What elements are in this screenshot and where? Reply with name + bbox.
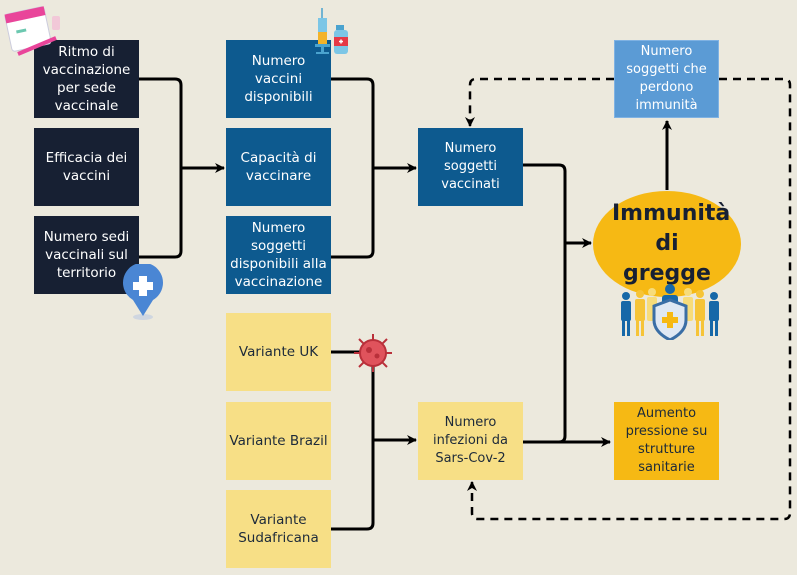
location-pin-cross-icon (123, 264, 163, 320)
box-label: Numero soggetti che perdono immunità (626, 44, 707, 113)
box-label: Variante Sudafricana (238, 512, 319, 546)
virus-icon (354, 334, 392, 372)
box-label: Variante Brazil (229, 433, 328, 449)
box-vaccinated: Numero soggetti vaccinati (418, 128, 523, 206)
connector-inputs (139, 77, 183, 259)
herd-immunity-ellipse: Immunità di gregge (593, 191, 741, 297)
box-label: Ritmo di vaccinazione per sede vaccinale (42, 44, 131, 114)
box-label: Aumento pressione su strutture sanitarie (625, 406, 708, 475)
connector-variants (331, 350, 375, 531)
box-label: Numero soggetti vaccinati (441, 141, 500, 192)
box-label: Numero vaccini disponibili (244, 53, 313, 105)
people-shield-icon (621, 284, 719, 340)
connector-vaccinated (523, 163, 567, 444)
syringe-vial-icon (315, 8, 348, 54)
box-label: Numero sedi vaccinali sul territorio (43, 229, 130, 281)
dashed-loss-to-vaccinated (465, 77, 614, 127)
box-vaccination-rate: Ritmo di vaccinazione per sede vaccinale (34, 40, 139, 118)
box-label: Variante UK (238, 344, 319, 360)
box-label: Capacità di vaccinare (240, 150, 317, 184)
box-vaccine-efficacy: Efficacia dei vaccini (34, 128, 139, 206)
box-immunity-loss: Numero soggetti che perdono immunità (614, 40, 719, 118)
box-variant-south-africa: Variante Sudafricana (226, 490, 331, 568)
box-label: Numero infezioni da Sars-Cov-2 (432, 415, 509, 466)
box-hospital-pressure: Aumento pressione su strutture sanitarie (614, 402, 719, 480)
box-label: Efficacia dei vaccini (45, 150, 128, 184)
dashed-loss-to-infections (467, 77, 792, 521)
box-vaccination-capacity: Capacità di vaccinare (226, 128, 331, 206)
box-infections: Numero infezioni da Sars-Cov-2 (418, 402, 523, 480)
connector-capacity (331, 77, 375, 259)
box-vaccines-available: Numero vaccini disponibili (226, 40, 331, 118)
box-vaccination-sites: Numero sedi vaccinali sul territorio (34, 216, 139, 294)
box-variant-brazil: Variante Brazil (226, 402, 331, 480)
box-subjects-available: Numero soggetti disponibili alla vaccina… (226, 216, 331, 294)
herd-immunity-label: Immunità di gregge (612, 201, 731, 286)
box-label: Numero soggetti disponibili alla vaccina… (230, 220, 327, 290)
calendar-vaccine-icon (4, 6, 60, 56)
box-variant-uk: Variante UK (226, 313, 331, 391)
